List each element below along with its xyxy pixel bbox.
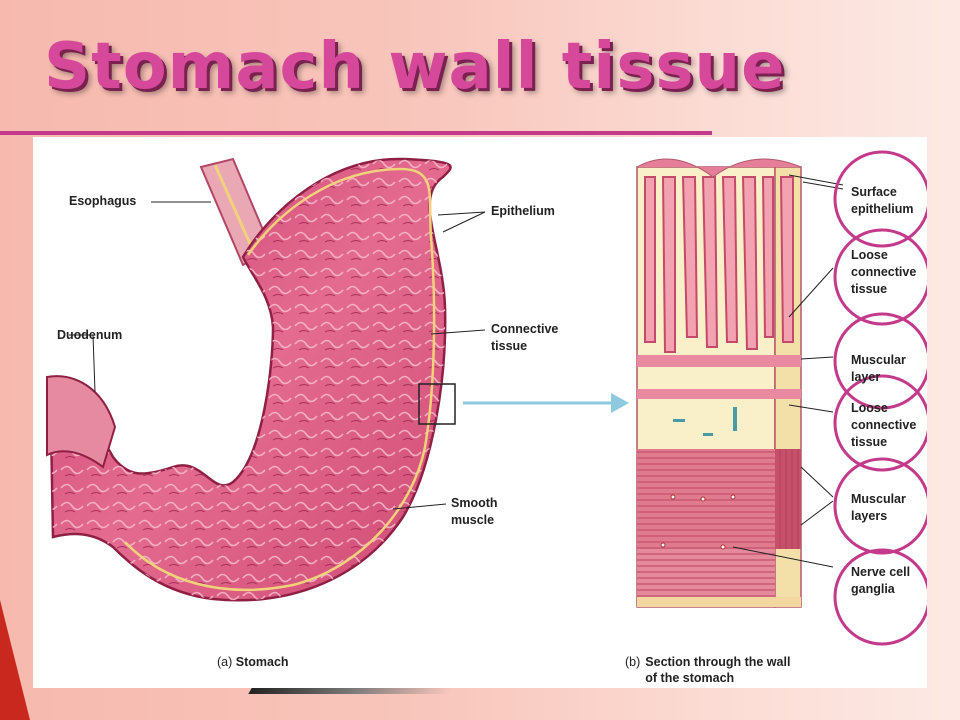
caption-a-text: Stomach bbox=[235, 655, 289, 669]
bottom-shadow-decoration bbox=[248, 688, 452, 694]
stomach-illustration bbox=[46, 150, 927, 646]
caption-b: (b) Section through the wall of the stom… bbox=[625, 654, 790, 686]
corner-decoration bbox=[0, 600, 30, 720]
page-title: Stomach wall tissue bbox=[44, 30, 786, 104]
label-smooth-muscle: Smooth muscle bbox=[451, 496, 498, 527]
title-underline bbox=[0, 131, 712, 135]
highlight-circles bbox=[833, 150, 927, 646]
caption-a: (a) Stomach bbox=[217, 654, 289, 670]
label-epithelium: Epithelium bbox=[491, 204, 555, 218]
caption-b-prefix: (b) bbox=[625, 655, 641, 669]
label-duodenum: Duodenum bbox=[57, 328, 123, 342]
caption-a-prefix: (a) bbox=[217, 655, 233, 669]
label-nerve-cell-ganglia: Nerve cell ganglia bbox=[851, 565, 911, 596]
label-loose-connective-2: Loose connective tissue bbox=[851, 401, 917, 449]
duodenum-tube bbox=[46, 375, 117, 469]
label-muscular-layers: Muscular layers bbox=[851, 492, 906, 523]
label-connective-tissue: Connective tissue bbox=[491, 322, 559, 353]
label-muscular-layer: Muscular layer bbox=[851, 353, 906, 384]
caption-b-text: Section through the wall of the stomach bbox=[645, 655, 791, 685]
label-surface-epithelium: Surface epithelium bbox=[851, 185, 914, 216]
label-esophagus: Esophagus bbox=[69, 194, 137, 208]
diagram-panel: Esophagus Epithelium Duodenum Connective… bbox=[33, 137, 927, 688]
label-loose-connective-1: Loose connective tissue bbox=[851, 248, 917, 296]
wall-section-block bbox=[636, 158, 802, 608]
magnifier-box bbox=[418, 383, 456, 425]
